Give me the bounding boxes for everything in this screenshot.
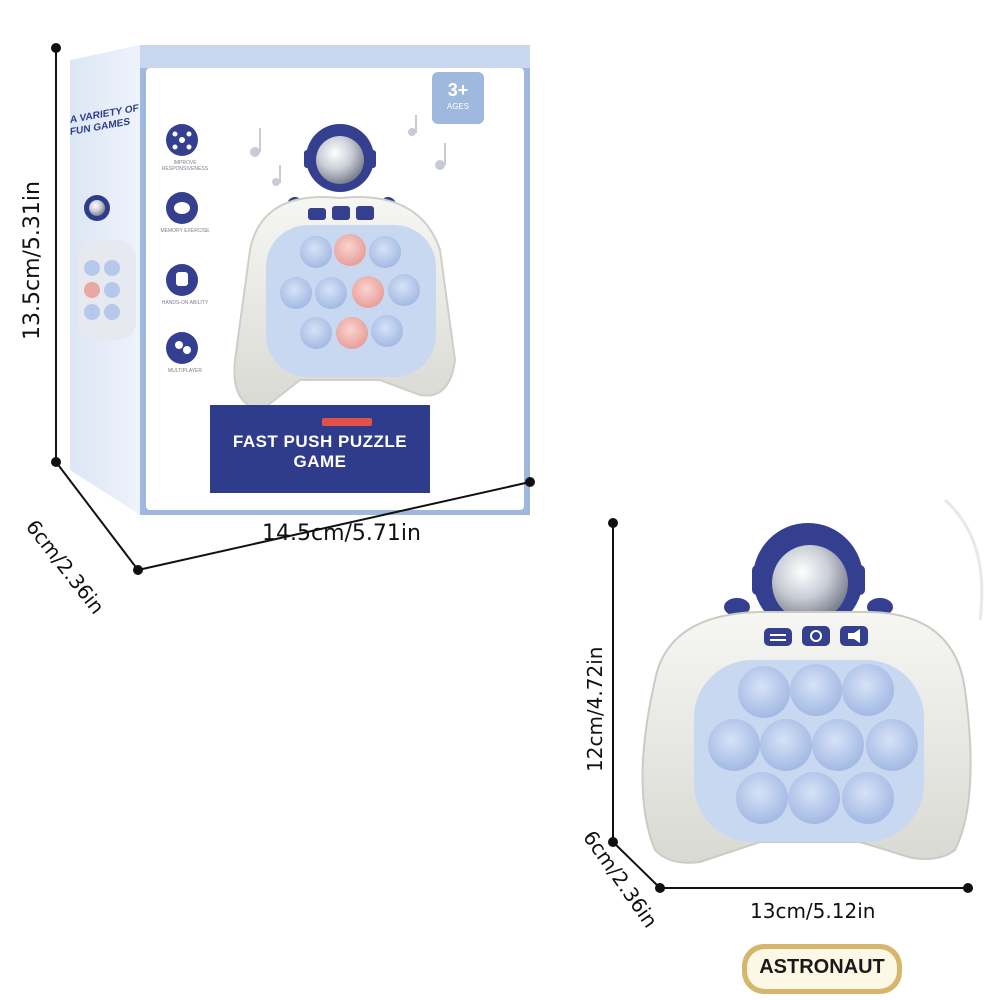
toy-height-label: 12cm/4.72in: [583, 646, 607, 772]
feature-label-4: MULTIPLAYER: [168, 368, 202, 374]
background-curve: [944, 498, 984, 621]
age-badge-number: 3+: [447, 80, 469, 100]
box-dimension-lines: [51, 43, 535, 575]
astronaut-badge-fill: [747, 949, 897, 989]
banner-red-tag: [322, 418, 372, 426]
box-title-banner: [210, 405, 430, 493]
feature-label-2: MEMORY EXERCISE: [160, 228, 210, 234]
box-feature-icons: [166, 124, 198, 364]
astronaut-badge-label: ASTRONAUT: [759, 956, 885, 978]
box-height-label: 13.5cm/5.31in: [20, 181, 45, 340]
multiplayer-icon: [166, 332, 198, 364]
box-width-label: 14.5cm/5.71in: [262, 521, 421, 546]
feature-label-3: HANDS-ON ABILITY: [161, 300, 209, 306]
music-notes-decoration: [250, 115, 446, 186]
toy-dimension-lines: [608, 518, 973, 893]
box-toy-bubbles: [280, 234, 420, 349]
age-badge: [432, 72, 484, 124]
box-title: FAST PUSH PUZZLE GAME: [232, 432, 408, 471]
box-top-lip: [140, 45, 530, 68]
toy-width-label: 13cm/5.12in: [750, 899, 876, 923]
feature-label-1: IMPROVE RESPONSIVENESS: [161, 160, 209, 172]
age-badge-label: AGES: [446, 102, 470, 111]
box-side-toy-image: [78, 195, 136, 340]
toy-bubbles: [708, 664, 918, 824]
